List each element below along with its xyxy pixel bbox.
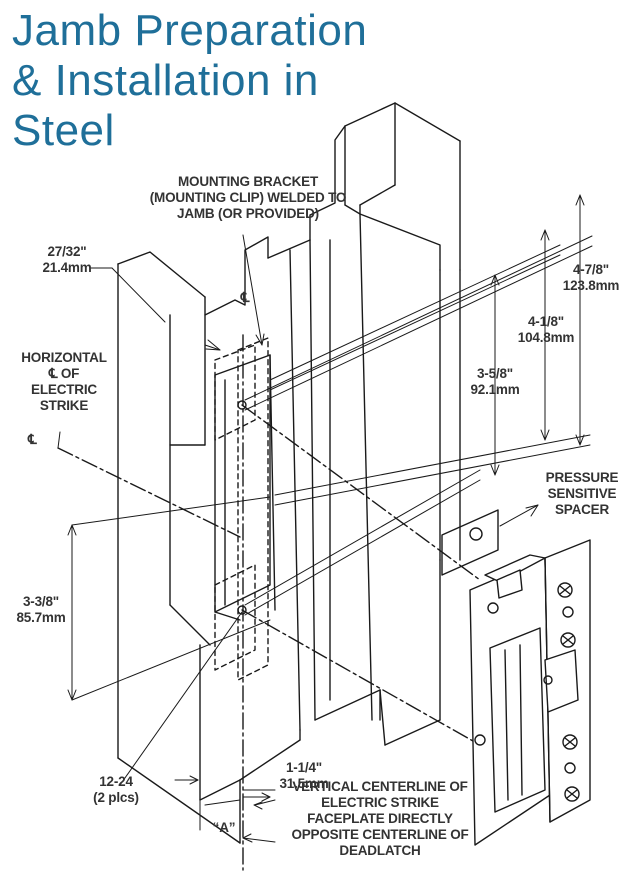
label-dim-3-5-8: 3-5/8" 92.1mm: [462, 366, 528, 398]
jamb-frame: [117, 102, 461, 844]
horizontal-cl-line-2: ℄ OF: [48, 366, 80, 381]
label-dim-4-1-8: 4-1/8" 104.8mm: [510, 314, 582, 346]
horizontal-cl-line-1: HORIZONTAL: [21, 350, 107, 365]
pressure-spacer-shape: [441, 509, 499, 576]
dim-1-1-4-mm: 31.5mm: [279, 776, 329, 791]
dim-3-3-8-in: 3-3/8": [23, 594, 59, 609]
dim-1-1-4-in: 1-1/4": [286, 760, 322, 775]
dim-4-1-8-mm: 104.8mm: [517, 330, 575, 345]
page-title: Jamb Preparation & Installation in Steel: [12, 6, 432, 156]
label-dim-1-1-4: 1-1/4" 31.5mm: [268, 760, 340, 792]
dimension-lines: [57, 194, 593, 843]
mounting-bracket-line-3: JAMB (OR PROVIDED): [177, 206, 319, 221]
label-mounting-bracket: MOUNTING BRACKET (MOUNTING CLIP) WELDED …: [148, 174, 348, 222]
label-dim-4-7-8: 4-7/8" 123.8mm: [556, 262, 626, 294]
pressure-spacer-line-3: SPACER: [554, 502, 610, 517]
mounting-bracket-line-1: MOUNTING BRACKET: [177, 174, 319, 189]
label-dim-a: “A”: [212, 820, 236, 835]
label-cl-left: ℄: [28, 432, 37, 447]
vertical-cl-line-2: ELECTRIC STRIKE: [321, 795, 439, 810]
label-dim-27-32: 27/32" 21.4mm: [32, 244, 102, 276]
vertical-cl-line-4: OPPOSITE CENTERLINE OF: [291, 827, 469, 842]
title-line-3: Steel: [12, 106, 115, 155]
horizontal-cl-line-4: STRIKE: [39, 398, 89, 413]
label-cl-top: ℄: [240, 290, 250, 305]
pressure-spacer-line-1: PRESSURE: [545, 470, 619, 485]
screw-hole-top: [237, 400, 247, 410]
vertical-cl-line-1: VERTICAL CENTERLINE OF: [292, 779, 468, 794]
title-line-1: Jamb Preparation: [12, 6, 368, 55]
mounting-bracket: [214, 337, 269, 681]
mounting-bracket-line-2: (MOUNTING CLIP) WELDED TO: [149, 190, 347, 205]
dim-4-7-8-in: 4-7/8": [573, 262, 609, 277]
dim-3-5-8-mm: 92.1mm: [470, 382, 520, 397]
label-screw-spec: 12-24 (2 plcs): [76, 774, 156, 806]
label-horizontal-centerline: HORIZONTAL ℄ OF ELECTRIC STRIKE: [14, 350, 114, 414]
dim-3-3-8-mm: 85.7mm: [16, 610, 66, 625]
screw-spec-line-2: (2 plcs): [93, 790, 139, 805]
electric-strike-shape: [469, 539, 591, 846]
label-dim-3-3-8: 3-3/8" 85.7mm: [6, 594, 76, 626]
vertical-cl-line-3: FACEPLATE DIRECTLY: [307, 811, 453, 826]
dim-27-32-mm: 21.4mm: [42, 260, 92, 275]
label-vertical-centerline: VERTICAL CENTERLINE OF ELECTRIC STRIKE F…: [270, 779, 490, 859]
dim-4-1-8-in: 4-1/8": [528, 314, 564, 329]
dim-27-32-in: 27/32": [47, 244, 87, 259]
horizontal-cl-line-3: ELECTRIC: [31, 382, 97, 397]
label-pressure-spacer: PRESSURE SENSITIVE SPACER: [538, 470, 626, 518]
screw-hole-bottom: [237, 605, 247, 615]
dim-4-7-8-mm: 123.8mm: [562, 278, 620, 293]
pressure-spacer-line-2: SENSITIVE: [547, 486, 617, 501]
vertical-cl-line-5: DEADLATCH: [339, 843, 421, 858]
horizontal-centerline: [57, 447, 241, 538]
screw-spec-line-1: 12-24: [99, 774, 133, 789]
dim-3-5-8-in: 3-5/8": [477, 366, 513, 381]
title-line-2: & Installation in: [12, 56, 319, 105]
